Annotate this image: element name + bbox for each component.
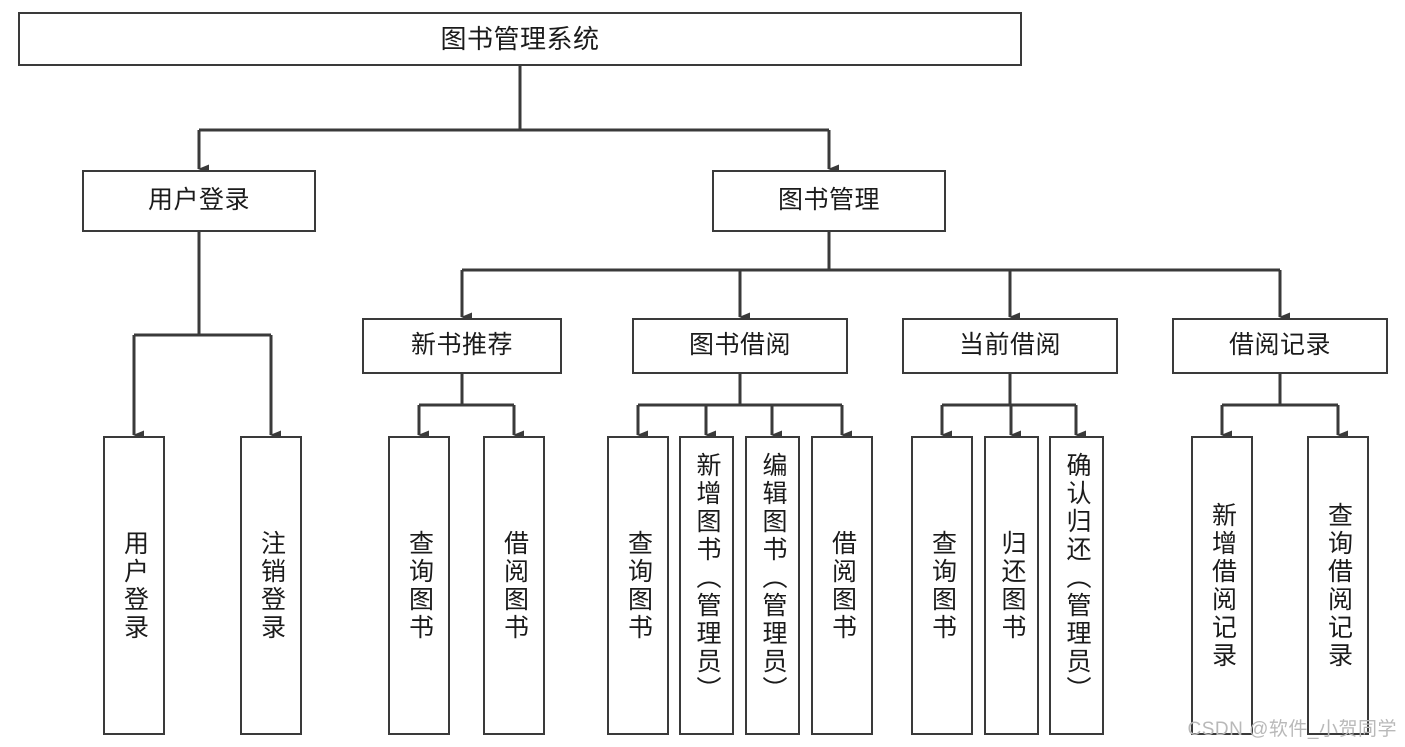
- leaf-query-book-borrow[interactable]: 查询图书: [607, 436, 669, 735]
- edges-group: [132, 66, 1348, 440]
- node-label: 注销登录: [257, 529, 286, 642]
- node-root-system[interactable]: 图书管理系统: [18, 12, 1022, 66]
- leaf-add-borrow-record[interactable]: 新增借阅记录: [1191, 436, 1253, 735]
- node-book-borrow[interactable]: 图书借阅: [632, 318, 848, 374]
- leaf-edit-book-admin[interactable]: 编辑图书（管理员）: [745, 436, 800, 735]
- leaf-query-book-current[interactable]: 查询图书: [911, 436, 973, 735]
- node-label: 图书管理系统: [440, 23, 600, 54]
- node-label: 新增图书（管理员）: [693, 452, 721, 704]
- leaf-borrow-book-recommend[interactable]: 借阅图书: [483, 436, 545, 735]
- node-label: 查询图书: [624, 529, 653, 642]
- leaf-borrow-book[interactable]: 借阅图书: [811, 436, 873, 735]
- node-label: 归还图书: [998, 529, 1026, 642]
- node-label: 新增借阅记录: [1208, 501, 1237, 670]
- node-label: 借阅图书: [500, 529, 529, 642]
- node-label: 新书推荐: [410, 331, 513, 360]
- leaf-query-borrow-record[interactable]: 查询借阅记录: [1307, 436, 1369, 735]
- node-user-login[interactable]: 用户登录: [82, 170, 316, 232]
- node-book-management[interactable]: 图书管理: [712, 170, 946, 232]
- node-label: 用户登录: [147, 186, 250, 215]
- node-label: 确认归还（管理员）: [1063, 452, 1091, 704]
- leaf-add-book-admin[interactable]: 新增图书（管理员）: [679, 436, 734, 735]
- node-label: 借阅图书: [828, 529, 857, 642]
- leaf-confirm-return-admin[interactable]: 确认归还（管理员）: [1049, 436, 1104, 735]
- node-label: 当前借阅: [958, 331, 1061, 360]
- watermark-text: CSDN @软件_小贺同学: [1187, 719, 1397, 740]
- node-label: 编辑图书（管理员）: [759, 452, 787, 704]
- node-label: 查询图书: [928, 529, 957, 642]
- node-label: 查询借阅记录: [1324, 501, 1353, 670]
- node-current-borrow[interactable]: 当前借阅: [902, 318, 1118, 374]
- node-borrow-records[interactable]: 借阅记录: [1172, 318, 1388, 374]
- node-label: 图书借阅: [688, 331, 791, 360]
- leaf-user-login[interactable]: 用户登录: [103, 436, 165, 735]
- leaf-logout[interactable]: 注销登录: [240, 436, 302, 735]
- node-new-book-recommend[interactable]: 新书推荐: [362, 318, 562, 374]
- node-label: 借阅记录: [1228, 331, 1331, 360]
- leaf-query-book-recommend[interactable]: 查询图书: [388, 436, 450, 735]
- leaf-return-book[interactable]: 归还图书: [984, 436, 1039, 735]
- node-label: 图书管理: [777, 186, 880, 215]
- node-label: 查询图书: [405, 529, 434, 642]
- node-label: 用户登录: [120, 529, 149, 642]
